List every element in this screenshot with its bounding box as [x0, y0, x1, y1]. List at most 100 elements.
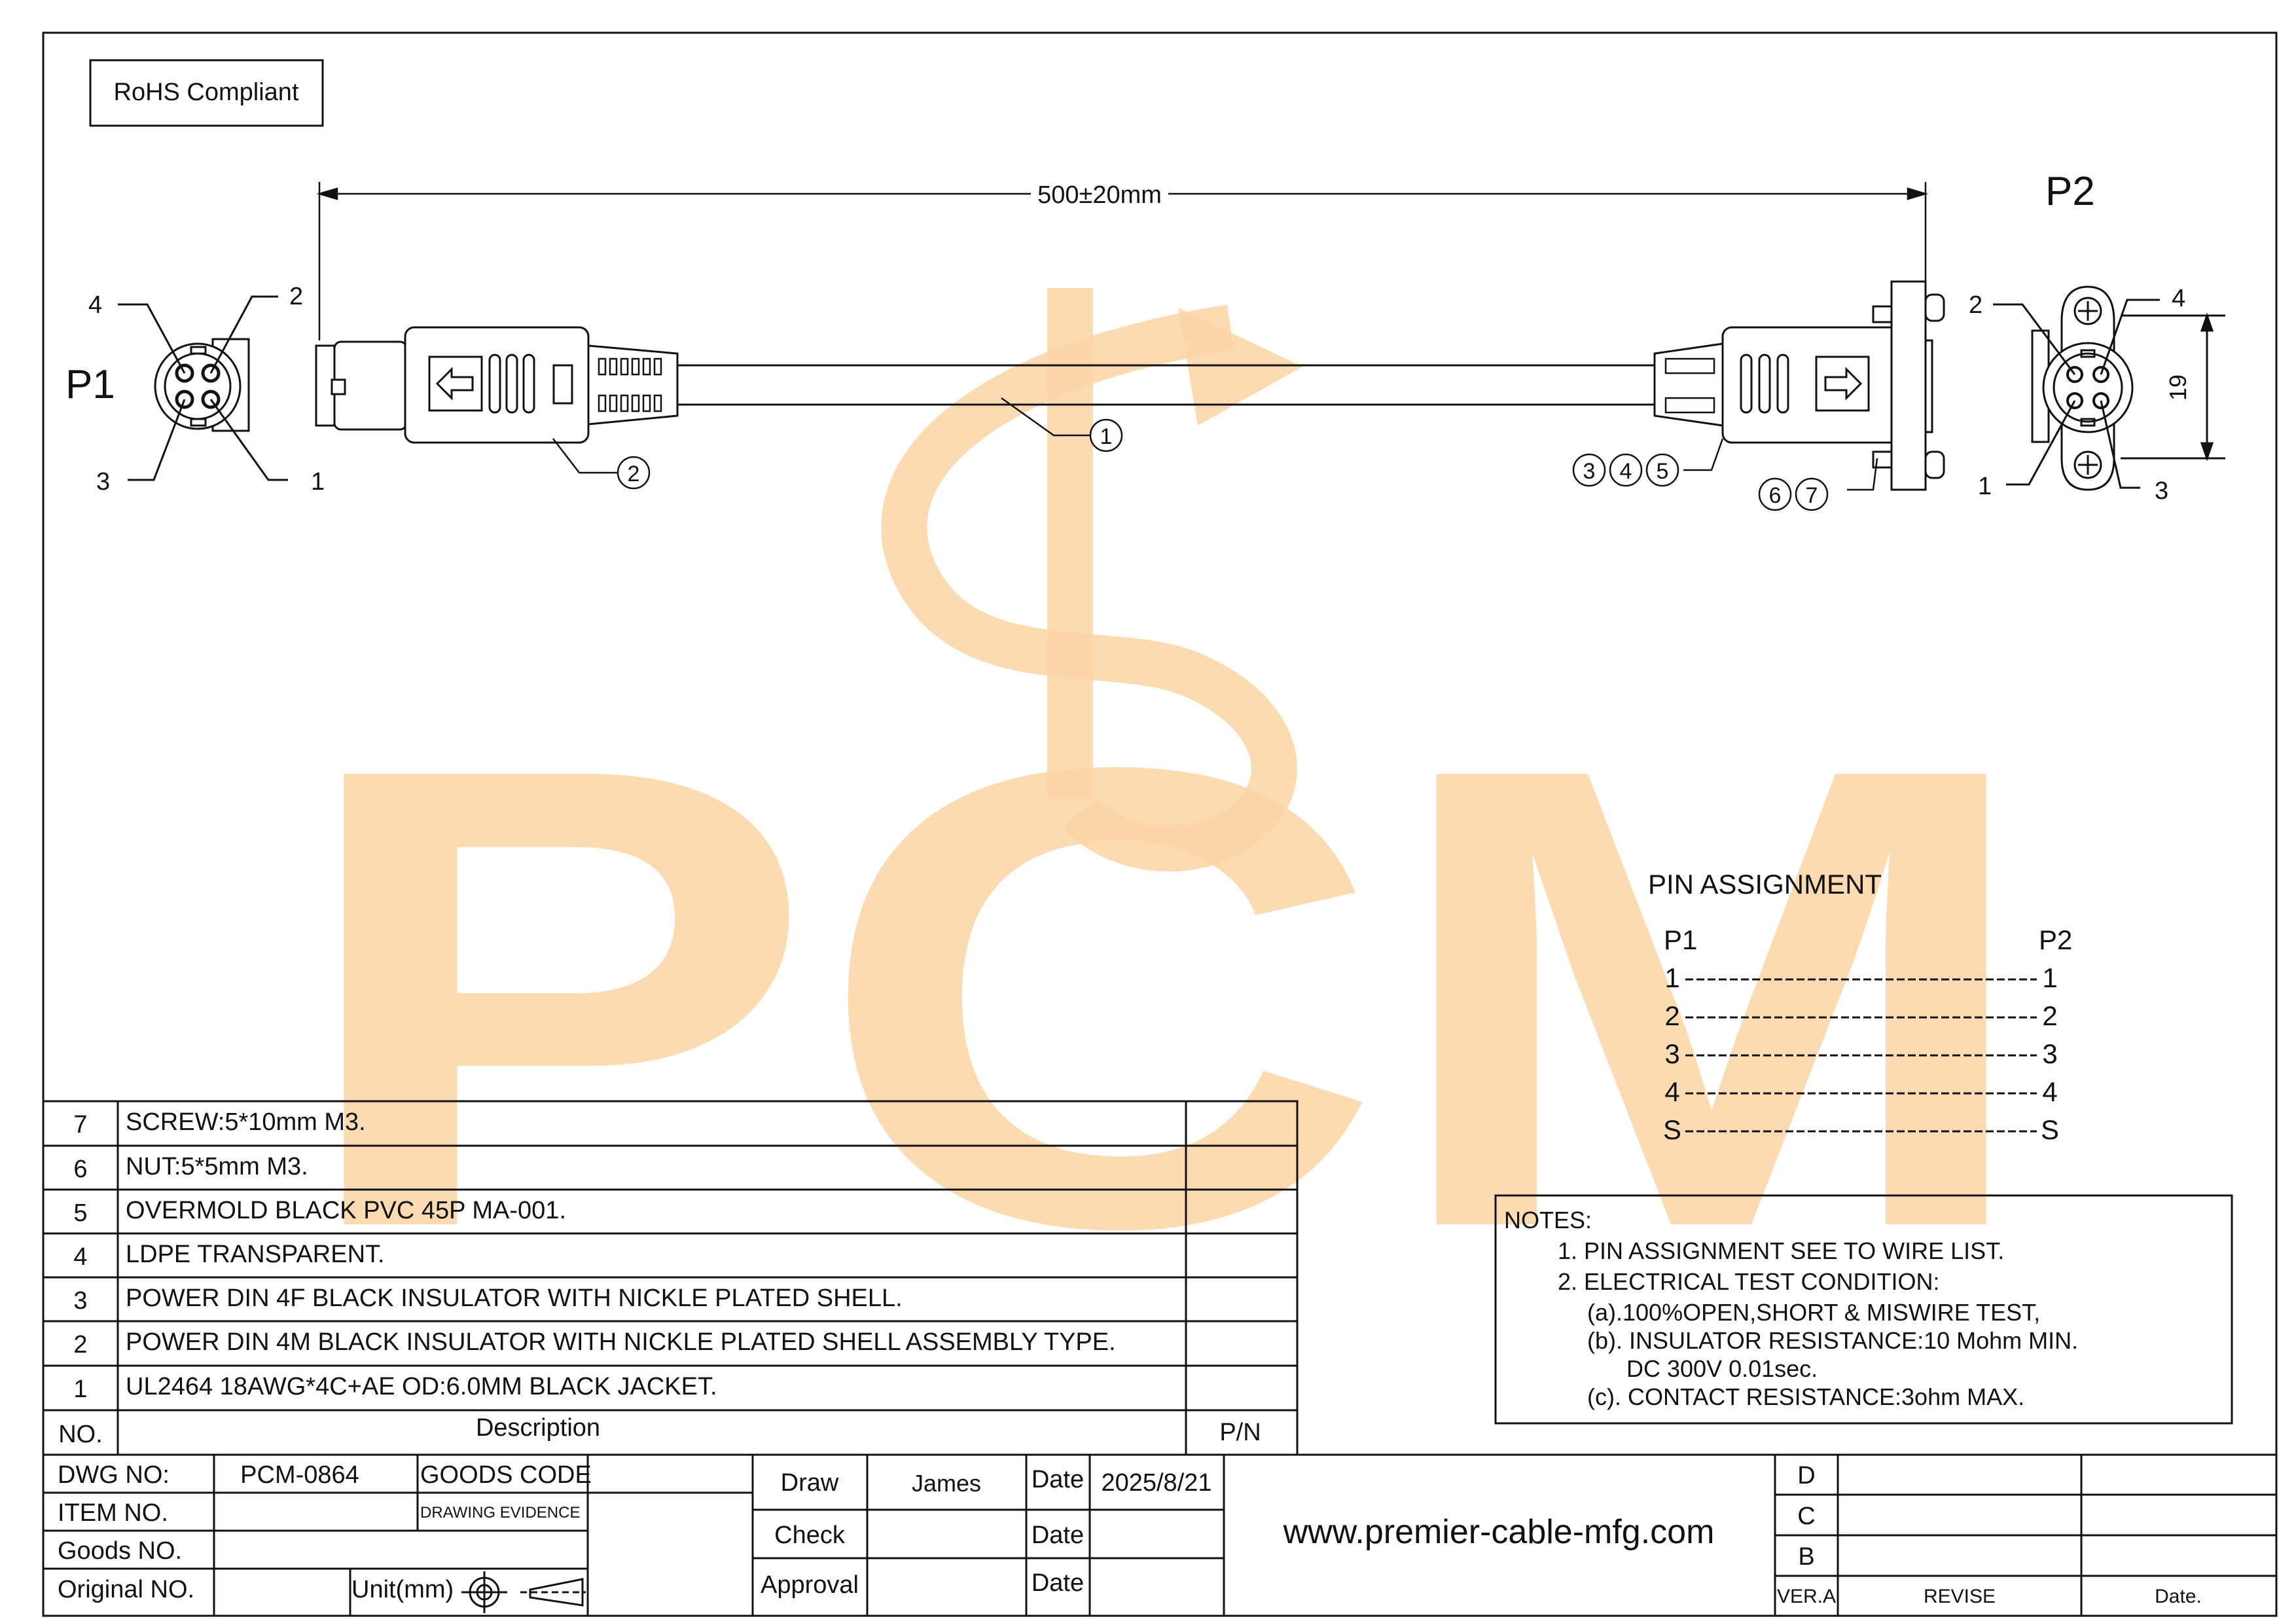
p2-pin-3-label: 3 — [2155, 477, 2168, 505]
bom-header-description: Description — [476, 1414, 600, 1442]
check-date-label: Date — [1031, 1522, 1084, 1549]
p2-pin-1-label: 1 — [1978, 473, 1992, 500]
bom-row-no: 2 — [73, 1331, 87, 1359]
balloon-2: 2 — [617, 456, 651, 490]
bom-row: 5 OVERMOLD BLACK PVC 45P MA-001. — [73, 1197, 566, 1227]
note-line-6: (c). CONTACT RESISTANCE:3ohm MAX. — [1587, 1383, 2024, 1410]
length-dimension-label: 500±20mm — [1037, 181, 1162, 209]
bom-row-description: OVERMOLD BLACK PVC 45P MA-001. — [126, 1197, 566, 1224]
svg-text:3: 3 — [1583, 459, 1596, 484]
bom-row-no: 7 — [73, 1111, 87, 1139]
notes-title: NOTES: — [1504, 1207, 1592, 1233]
drawer-name: James — [912, 1470, 981, 1497]
p1-pin-1-label: 1 — [311, 468, 325, 496]
rohs-label: RoHS Compliant — [114, 79, 299, 106]
bom-header-pn: P/N — [1219, 1419, 1261, 1446]
ver-a-label: VER.A — [1777, 1586, 1836, 1607]
bom-row-no: 6 — [73, 1156, 87, 1183]
svg-text:2: 2 — [628, 462, 640, 486]
pin-assignment-left: 2 — [1664, 1000, 1679, 1031]
bom-row: 7 SCREW:5*10mm M3. — [73, 1108, 365, 1139]
pin-assignment-left: 4 — [1664, 1076, 1679, 1107]
svg-text:5: 5 — [1657, 459, 1669, 484]
bom-row-no: 4 — [73, 1243, 87, 1271]
p1-pin-3-label: 3 — [96, 468, 110, 496]
svg-text:4: 4 — [1620, 459, 1632, 484]
p1-pin-2-label: 2 — [289, 283, 303, 310]
bom-row-description: POWER DIN 4F BLACK INSULATOR WITH NICKLE… — [126, 1285, 903, 1312]
pin-assignment-p1: P1 — [1664, 924, 1697, 955]
p2-pin-4-label: 4 — [2172, 285, 2185, 312]
cable-jacket — [677, 364, 1655, 406]
goods-code-label: GOODS CODE — [420, 1461, 592, 1489]
watermark-text: PCM — [291, 632, 2039, 1363]
length-dimension — [316, 182, 1929, 340]
unit-label: Unit(mm) — [351, 1576, 454, 1603]
website-label[interactable]: www.premier-cable-mfg.com — [1283, 1513, 1715, 1551]
balloon-5: 5 — [1645, 453, 1679, 487]
bom-row-description: UL2464 18AWG*4C+AE OD:6.0MM BLACK JACKET… — [126, 1373, 717, 1400]
balloon-4: 4 — [1609, 453, 1643, 487]
balloon-6: 6 — [1758, 477, 1792, 511]
p1-connector-face — [118, 295, 288, 481]
svg-text:7: 7 — [1806, 483, 1818, 508]
drawing-evidence-label: DRAWING EVIDENCE — [420, 1504, 580, 1522]
bom-row-no: 5 — [73, 1199, 87, 1227]
pin-assignment-right: 4 — [2042, 1076, 2057, 1107]
watermark-arrowhead — [1178, 308, 1302, 426]
p2-label: P2 — [2045, 169, 2095, 214]
item-no-label: ITEM NO. — [58, 1499, 168, 1527]
note-line-1: 1. PIN ASSIGNMENT SEE TO WIRE LIST. — [1558, 1237, 2004, 1264]
svg-text:1: 1 — [1100, 424, 1113, 449]
balloon-7: 7 — [1795, 477, 1829, 511]
height-dimension-label: 19 — [2164, 374, 2191, 401]
bom-header-no: NO. — [58, 1421, 103, 1448]
bom-row-no: 3 — [73, 1287, 87, 1315]
revision-b: B — [1798, 1543, 1814, 1571]
balloon-3: 3 — [1572, 453, 1606, 487]
dwg-no-value: PCM-0864 — [240, 1461, 359, 1489]
date-column-label: Date. — [2155, 1586, 2202, 1607]
draw-label: Draw — [781, 1469, 839, 1497]
check-label: Check — [774, 1522, 846, 1549]
original-no-label: Original NO. — [58, 1576, 194, 1603]
draw-date-label: Date — [1031, 1466, 1084, 1493]
balloon-1: 1 — [1089, 418, 1123, 452]
revise-label: REVISE — [1924, 1586, 1996, 1607]
pin-assignment-right: 1 — [2042, 962, 2057, 993]
pin-assignment-left: 1 — [1664, 962, 1679, 993]
rohs-box — [89, 59, 324, 127]
p1-label: P1 — [65, 362, 115, 407]
svg-text:6: 6 — [1769, 483, 1782, 508]
goods-no-label: Goods NO. — [58, 1537, 182, 1565]
draw-date-value: 2025/8/21 — [1101, 1469, 1211, 1497]
pin-assignment-right: 2 — [2042, 1000, 2057, 1031]
pin-assignment-right: 3 — [2042, 1038, 2057, 1069]
p1-plug-side — [315, 326, 679, 444]
pin-assignment-left: S — [1663, 1114, 1681, 1145]
p2-plug-side — [1653, 280, 1945, 491]
title-block: DWG NO: PCM-0864 GOODS CODE ITEM NO. DRA… — [43, 1453, 2276, 1616]
watermark-bar — [1047, 288, 1093, 799]
dwg-no-label: DWG NO: — [58, 1461, 170, 1489]
pin-assignment-title: PIN ASSIGNMENT — [1648, 869, 1882, 900]
note-line-3: (a).100%OPEN,SHORT & MISWIRE TEST, — [1587, 1299, 2040, 1326]
p1-pin-4-label: 4 — [88, 291, 102, 319]
p2-pin-2-label: 2 — [1969, 291, 1982, 319]
p2-connector-face — [1993, 285, 2225, 491]
pin-assignment-p2: P2 — [2039, 924, 2072, 955]
bom-row: 3 POWER DIN 4F BLACK INSULATOR WITH NICKL… — [73, 1285, 902, 1315]
note-line-5: DC 300V 0.01sec. — [1626, 1355, 1818, 1382]
revision-c: C — [1797, 1503, 1815, 1530]
note-line-2: 2. ELECTRICAL TEST CONDITION: — [1558, 1268, 1939, 1295]
bom-row-description: SCREW:5*10mm M3. — [126, 1108, 366, 1136]
